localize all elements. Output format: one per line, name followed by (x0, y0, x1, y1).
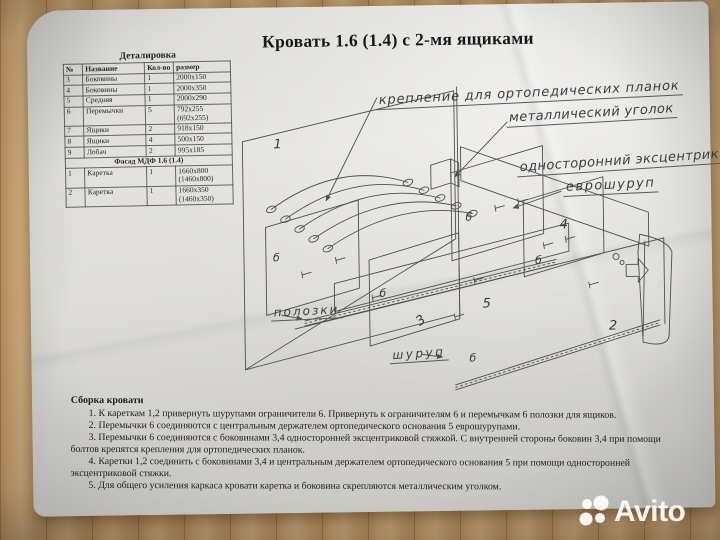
part-label-b: б (272, 251, 280, 265)
avito-watermark: Avito (578, 495, 686, 529)
part-label-b: б (379, 286, 387, 300)
part-label-5: 5 (482, 296, 492, 312)
bed-assembly-drawing (241, 86, 673, 391)
part-label-2: 2 (608, 318, 618, 334)
part-label-1: 1 (273, 137, 282, 153)
col-header-qty: Кол-во (144, 62, 174, 74)
part-label-b: б (465, 210, 473, 224)
part-label-b: б (469, 351, 477, 365)
part-label-b: б (534, 253, 542, 267)
assembly-step: 4. Каретки 1,2 соединить с боковинами 3,… (70, 455, 631, 479)
assembly-instructions: Сборка кровати 1. К кареткам 1,2 приверн… (70, 395, 684, 494)
exploded-bed-diagram (226, 63, 711, 405)
assembly-steps: 1. К кареткам 1,2 привернуть шурупами ог… (70, 408, 684, 494)
part-label-4: 4 (559, 217, 568, 233)
assembly-step: 3. Перемычки 6 соединяются с боковинами … (70, 431, 661, 456)
col-header-num: № (63, 63, 83, 75)
assembly-heading: Сборка кровати (70, 394, 144, 407)
avito-logo-icon (579, 495, 609, 526)
assembly-step: 5. Для общего усиления каркаса кровати к… (88, 479, 502, 492)
paper-sheet: Кровать 1.6 (1.4) с 2-мя ящиками Деталир… (26, 1, 720, 517)
avito-wordmark: Avito (614, 495, 686, 528)
